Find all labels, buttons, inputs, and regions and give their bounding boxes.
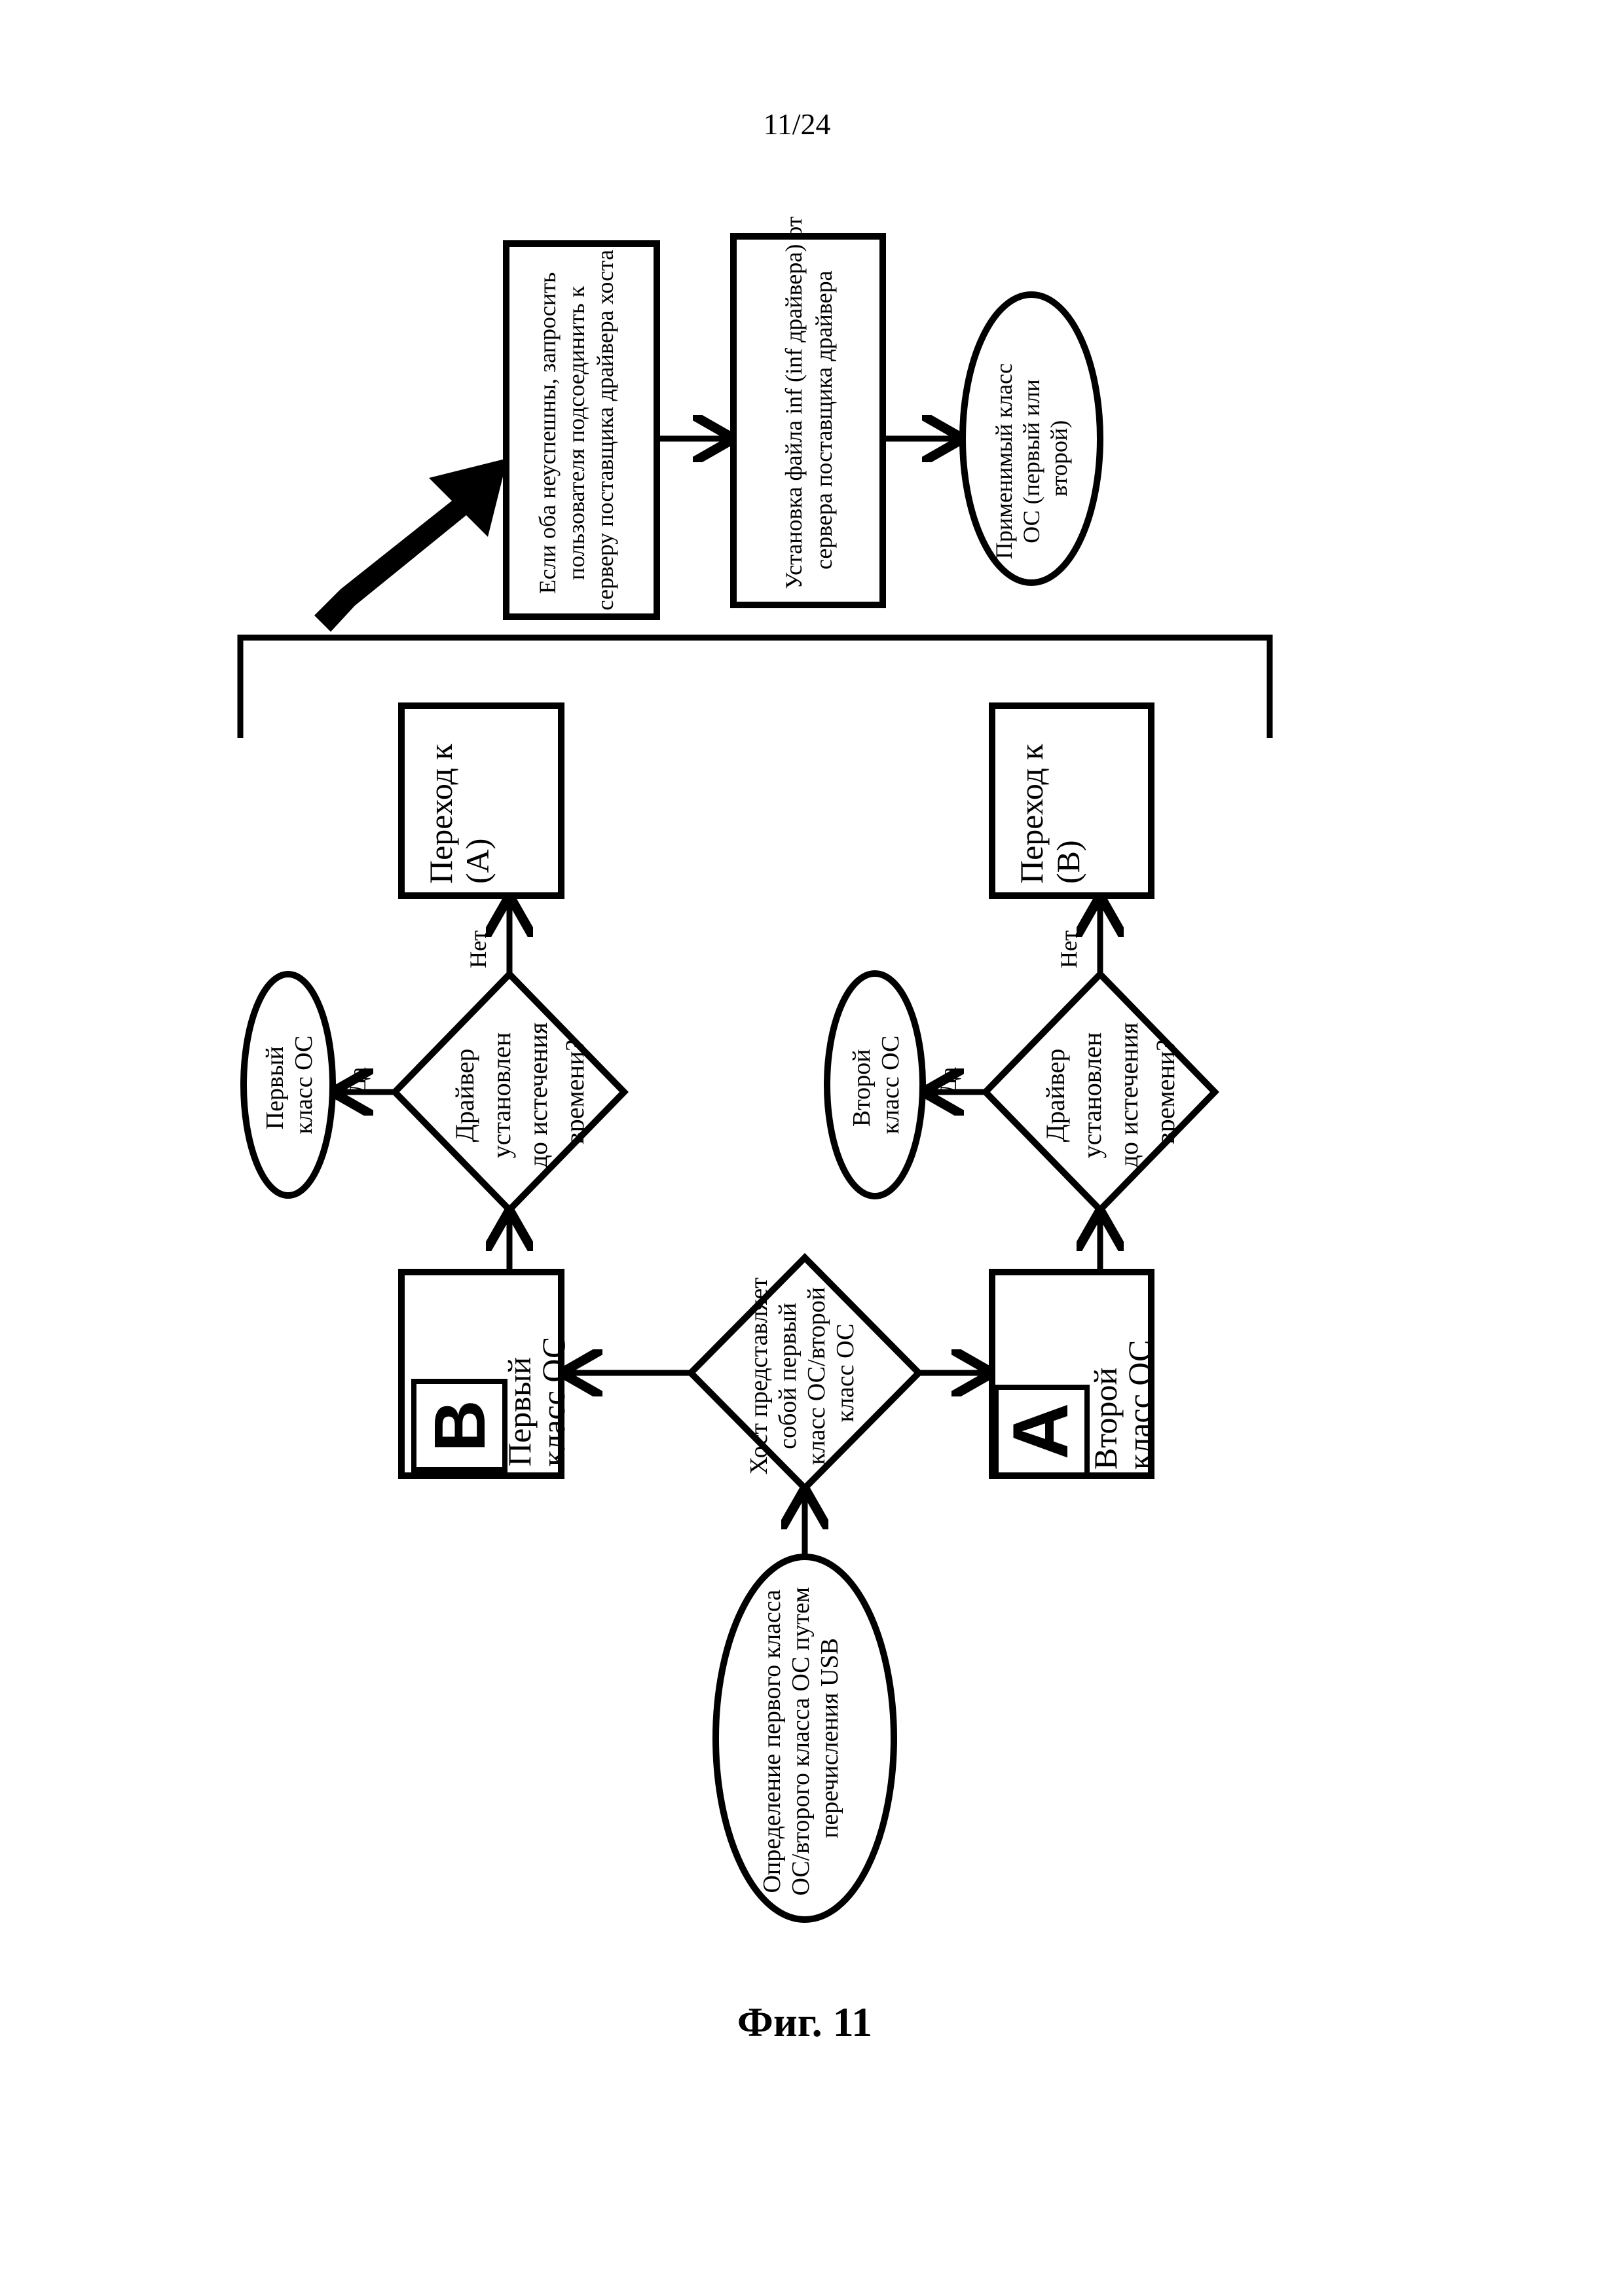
install-inf-text: Установка файла inf (inf драйвера) от се… <box>781 210 837 589</box>
left-goto-text: Переход к (A) <box>422 736 496 884</box>
install-inf-box <box>730 233 886 608</box>
first-class-box <box>398 1269 564 1479</box>
figure-caption: Фиг. 11 <box>737 1999 872 2045</box>
page-number: 11/24 <box>763 107 830 141</box>
left-no-label: Нет <box>465 930 491 968</box>
right-yes-ellipse <box>824 970 926 1199</box>
right-yes-text: Второй класс ОС <box>848 1036 904 1135</box>
prompt-user-box <box>503 240 660 620</box>
letter-b-square <box>411 1379 507 1472</box>
host-class-decision <box>686 1252 924 1493</box>
big-arrow-icon <box>314 458 507 632</box>
letter-a-square <box>993 1385 1090 1478</box>
left-driver-text: Драйвер установлен до истечения времени? <box>450 1016 589 1169</box>
left-driver-decision <box>390 969 629 1215</box>
second-class-box <box>989 1269 1154 1479</box>
right-driver-decision <box>981 969 1219 1215</box>
right-goto-box <box>989 702 1154 899</box>
right-no-label: Нет <box>1056 930 1082 968</box>
applicable-class-ellipse <box>959 291 1103 586</box>
left-yes-ellipse <box>240 971 336 1199</box>
right-goto-text: Переход к (B) <box>1013 736 1086 884</box>
left-yes-label: Да <box>344 1067 371 1094</box>
applicable-class-text: Применимый класс ОС (первый или второй) <box>991 357 1072 559</box>
first-class-text: Первый класс ОС <box>501 1337 572 1467</box>
right-yes-label: Да <box>935 1067 961 1094</box>
second-class-text: Второй класс ОС <box>1087 1340 1158 1470</box>
left-goto-box <box>398 702 564 899</box>
left-yes-text: Первый класс ОС <box>261 1036 318 1135</box>
host-class-text: Хост представляет собой первый класс ОС/… <box>745 1271 859 1475</box>
right-driver-text: Драйвер установлен до истечения времени? <box>1041 1016 1180 1169</box>
start-text: Определение первого класса ОС/второго кл… <box>758 1580 843 1895</box>
letter-a-icon: A <box>997 1403 1084 1460</box>
bracket <box>237 634 1273 738</box>
letter-b-icon: B <box>420 1400 500 1451</box>
prompt-user-text: Если оба неуспешны, запросить пользовате… <box>534 250 618 611</box>
